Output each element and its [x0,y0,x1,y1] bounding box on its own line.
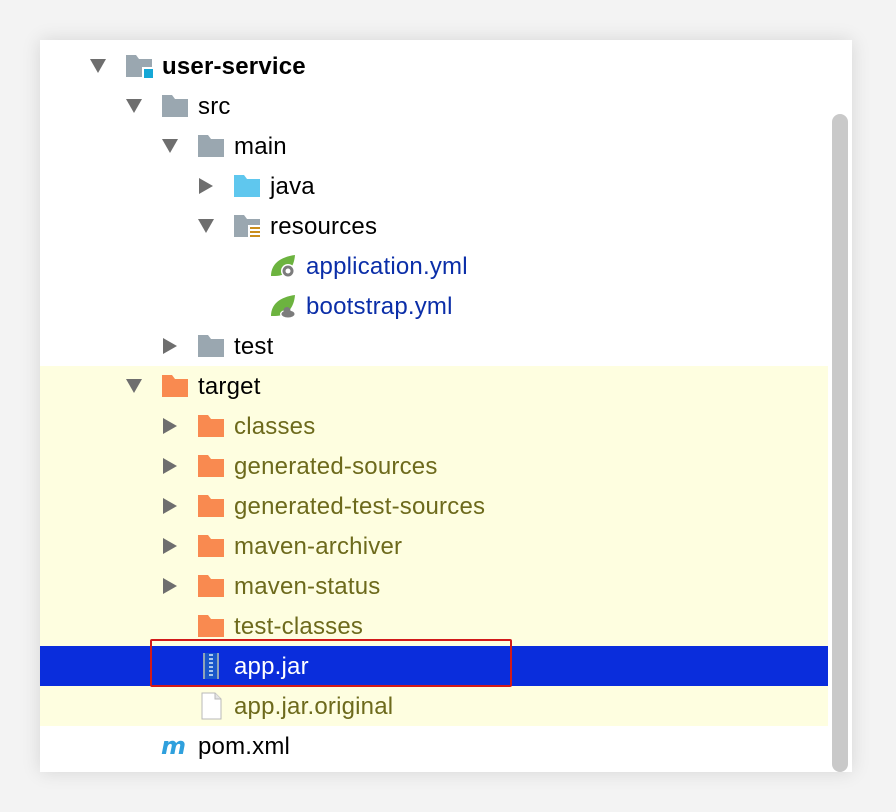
collapse-arrow-icon[interactable] [196,176,216,196]
tree-label: resources [270,213,378,240]
tree-row-target[interactable]: target [40,366,828,406]
tree-row-maven-archiver[interactable]: maven-archiver [40,526,828,566]
project-tree: user-service src main [40,46,828,766]
expand-arrow-icon[interactable] [88,56,108,76]
tree-row-test[interactable]: test [40,326,828,366]
collapse-arrow-icon[interactable] [160,576,180,596]
tree-label: test-classes [234,613,364,640]
collapse-arrow-icon[interactable] [160,416,180,436]
project-tree-panel: user-service src main [40,40,852,772]
expand-arrow-icon[interactable] [124,376,144,396]
tree-row-classes[interactable]: classes [40,406,828,446]
tree-row-application-yml[interactable]: application.yml [40,246,828,286]
tree-label: application.yml [306,253,468,280]
folder-icon [196,132,226,160]
excluded-folder-icon [196,492,226,520]
spring-config-icon [268,252,298,280]
tree-label: generated-test-sources [234,493,486,520]
collapse-arrow-icon[interactable] [160,536,180,556]
folder-icon [160,92,190,120]
collapse-arrow-icon[interactable] [160,336,180,356]
vertical-scrollbar[interactable] [828,40,852,772]
svg-text:m: m [161,732,186,760]
scrollbar-thumb[interactable] [832,114,848,772]
source-folder-icon [232,172,262,200]
tree-row-user-service[interactable]: user-service [40,46,828,86]
tree-label: main [234,133,287,160]
expand-arrow-icon[interactable] [196,216,216,236]
expand-arrow-icon[interactable] [124,96,144,116]
excluded-folder-icon [196,612,226,640]
excluded-folder-icon [160,372,190,400]
tree-row-test-classes[interactable]: test-classes [40,606,828,646]
tree-row-generated-test-sources[interactable]: generated-test-sources [40,486,828,526]
tree-row-maven-status[interactable]: maven-status [40,566,828,606]
tree-row-main[interactable]: main [40,126,828,166]
tree-row-java[interactable]: java [40,166,828,206]
tree-row-app-jar-original[interactable]: app.jar.original [40,686,828,726]
module-folder-icon [124,52,154,80]
tree-label: java [270,173,315,200]
maven-icon: m [160,732,190,760]
excluded-folder-icon [196,412,226,440]
tree-label: generated-sources [234,453,438,480]
tree-label: bootstrap.yml [306,293,453,320]
tree-label: app.jar.original [234,693,394,720]
excluded-folder-icon [196,572,226,600]
tree-row-pom-xml[interactable]: m pom.xml [40,726,828,766]
tree-label: src [198,93,231,120]
jar-archive-icon [196,652,226,680]
excluded-folder-icon [196,452,226,480]
tree-row-generated-sources[interactable]: generated-sources [40,446,828,486]
tree-row-src[interactable]: src [40,86,828,126]
folder-icon [196,332,226,360]
tree-label: test [234,333,274,360]
tree-label: maven-archiver [234,533,403,560]
collapse-arrow-icon[interactable] [160,456,180,476]
resources-folder-icon [232,212,262,240]
excluded-folder-icon [196,532,226,560]
tree-label: maven-status [234,573,381,600]
expand-arrow-icon[interactable] [160,136,180,156]
tree-row-resources[interactable]: resources [40,206,828,246]
tree-row-app-jar[interactable]: app.jar [40,646,828,686]
tree-label: target [198,373,261,400]
spring-cloud-config-icon [268,292,298,320]
text-file-icon [196,692,226,720]
collapse-arrow-icon[interactable] [160,496,180,516]
tree-label: user-service [162,53,306,80]
tree-label: classes [234,413,316,440]
tree-row-bootstrap-yml[interactable]: bootstrap.yml [40,286,828,326]
tree-label: pom.xml [198,733,291,760]
tree-label: app.jar [234,653,309,680]
